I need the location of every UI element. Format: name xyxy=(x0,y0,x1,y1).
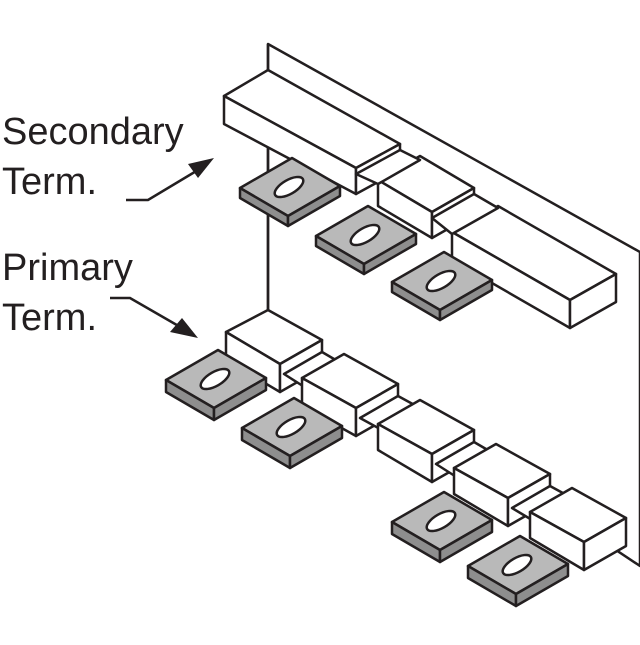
secondary-terminal-2 xyxy=(314,204,418,276)
primary-terminal-2 xyxy=(240,396,344,470)
secondary-spacer-1 xyxy=(354,148,422,186)
primary-terminal-5 xyxy=(466,534,570,608)
secondary-terminal-3 xyxy=(390,250,494,322)
primary-terminal-1 xyxy=(164,348,268,422)
primary-label-line1: Primary xyxy=(2,247,133,289)
secondary-terminal-1 xyxy=(238,156,342,228)
primary-label-line2: Term. xyxy=(2,297,97,339)
secondary-label-line1: Secondary xyxy=(2,111,184,153)
secondary-label-line2: Term. xyxy=(2,161,97,203)
secondary-right-bar xyxy=(450,204,618,330)
secondary-spacer-2 xyxy=(430,192,500,236)
primary-block-5 xyxy=(528,486,628,572)
secondary-arrow-icon xyxy=(126,158,214,202)
secondary-top-bar xyxy=(222,68,402,196)
primary-arrow-icon xyxy=(110,296,198,338)
primary-terminal-4 xyxy=(390,490,494,564)
